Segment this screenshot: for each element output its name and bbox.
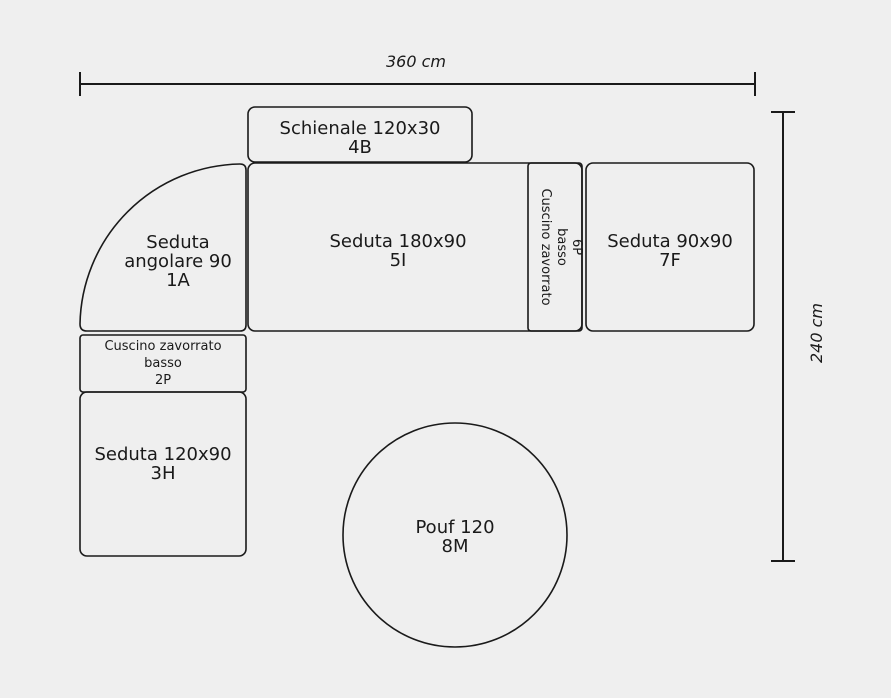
piece-cuscino-6p: Cuscino zavorrato basso 6P — [527, 162, 584, 332]
seduta-180-code: 5I — [390, 250, 407, 271]
piece-seduta-90: Seduta 90x90 7F — [585, 162, 755, 332]
angolare-shape — [79, 163, 247, 332]
schienale-code: 4B — [348, 137, 372, 158]
pouf-code: 8M — [442, 536, 469, 557]
height-dimension-label: 240 cm — [807, 303, 826, 363]
piece-cuscino-2p: Cuscino zavorrato basso 2P — [79, 334, 247, 393]
schienale-name: Schienale 120x30 — [280, 118, 441, 139]
cuscino-6p-shape — [527, 162, 583, 332]
width-dimension: 360 cm — [79, 52, 756, 96]
angolare-name-line1: Seduta — [146, 232, 209, 253]
piece-pouf: Pouf 120 8M — [342, 422, 568, 648]
height-dimension: 240 cm — [771, 111, 826, 562]
cuscino-6p-name-line2: basso — [554, 228, 569, 266]
cuscino-2p-name-line2: basso — [144, 356, 182, 371]
piece-angolare: Seduta angolare 90 1A — [79, 163, 247, 332]
piece-schienale: Schienale 120x30 4B — [247, 106, 473, 163]
pouf-name: Pouf 120 — [415, 517, 494, 538]
angolare-name-line2: angolare 90 — [124, 251, 232, 272]
pouf-shape — [342, 422, 568, 648]
cuscino-2p-name-line1: Cuscino zavorrato — [104, 339, 221, 354]
seduta-90-code: 7F — [659, 250, 681, 271]
cuscino-6p-code: 6P — [569, 239, 584, 255]
piece-seduta-180: Seduta 180x90 5I — [247, 162, 583, 332]
cuscino-2p-code: 2P — [155, 373, 171, 388]
seduta-90-name: Seduta 90x90 — [607, 231, 733, 252]
cuscino-6p-name-line1: Cuscino zavorrato — [538, 188, 553, 305]
seduta-120-shape — [79, 391, 247, 557]
width-dimension-label: 360 cm — [386, 52, 446, 71]
schienale-shape — [247, 106, 473, 163]
seduta-180-name: Seduta 180x90 — [329, 231, 466, 252]
piece-seduta-120: Seduta 120x90 3H — [79, 391, 247, 557]
seduta-120-name: Seduta 120x90 — [94, 444, 231, 465]
angolare-code: 1A — [166, 270, 190, 291]
seduta-90-shape — [585, 162, 755, 332]
seduta-120-code: 3H — [151, 463, 176, 484]
